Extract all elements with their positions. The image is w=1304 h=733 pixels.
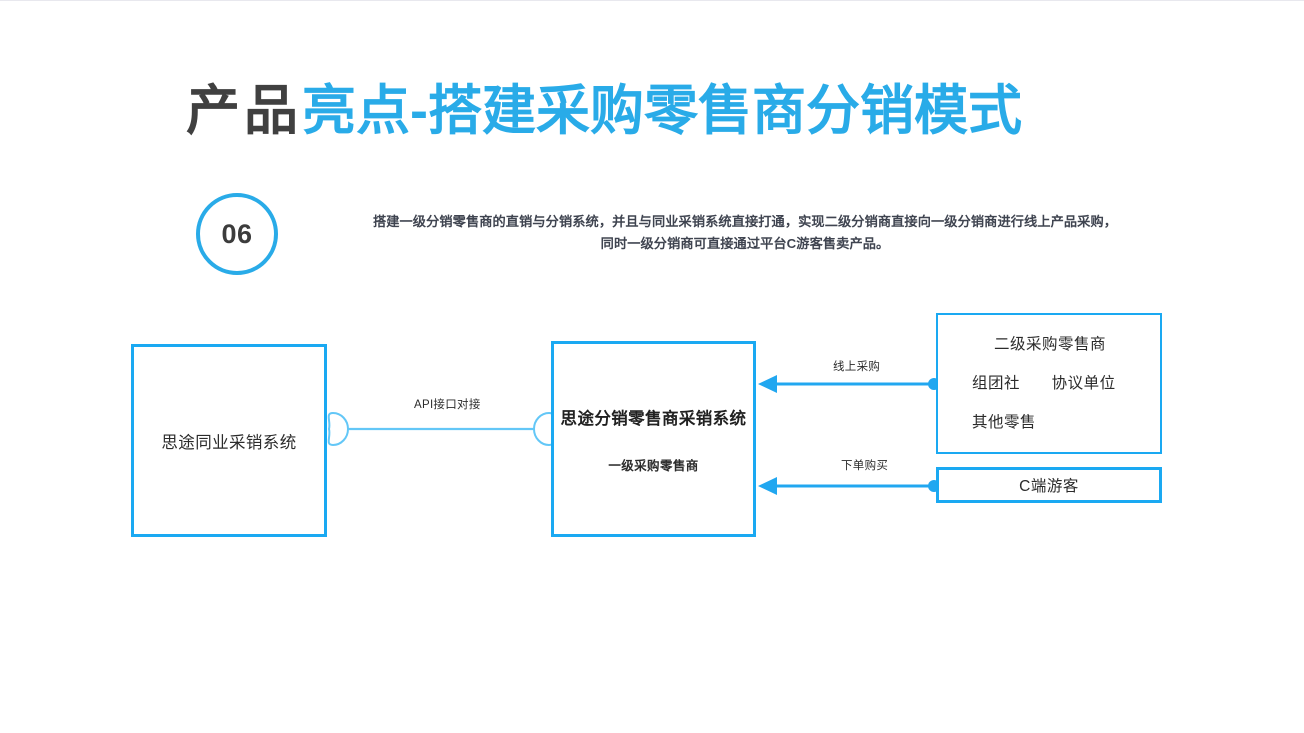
description-line-1: 搭建一级分销零售商的直销与分销系统，并且与同业采销系统直接打通，实现二级分销商直… <box>372 214 1118 229</box>
node-secondary-retailer-line2: 组团社 协议单位 <box>972 374 1142 394</box>
edge-label-api: API接口对接 <box>414 399 481 411</box>
page-title-blue: 亮点-搭建采购零售商分销模式 <box>302 81 1022 141</box>
node-procurement-system[interactable]: 思途同业采销系统 <box>131 344 327 537</box>
section-number-text: 06 <box>221 218 253 249</box>
page-title: 产品亮点-搭建采购零售商分销模式 <box>186 79 1022 143</box>
node-distribution-system-subtitle: 一级采购零售商 <box>608 458 699 473</box>
node-procurement-system-label: 思途同业采销系统 <box>161 433 297 452</box>
online-purchase-arrowhead <box>758 375 777 393</box>
page-title-dark: 产品 <box>186 81 302 141</box>
edge-label-online-purchase: 线上采购 <box>833 361 881 373</box>
node-secondary-retailer-group-tour: 组团社 <box>972 374 1021 392</box>
node-distribution-system[interactable]: 思途分销零售商采销系统 一级采购零售商 <box>551 341 756 537</box>
section-number-badge: 06 <box>196 193 278 275</box>
node-c-end-tourist[interactable]: C端游客 <box>936 467 1162 503</box>
api-connector-endpoint-left <box>327 411 350 447</box>
place-order-arrowhead <box>758 477 777 495</box>
node-c-end-tourist-label: C端游客 <box>1019 478 1079 495</box>
edge-label-place-order: 下单购买 <box>841 460 889 472</box>
node-secondary-retailer-agreement-unit: 协议单位 <box>1051 374 1116 392</box>
node-secondary-retailer-title: 二级采购零售商 <box>993 335 1106 353</box>
node-secondary-retailer[interactable]: 二级采购零售商 组团社 协议单位 其他零售 <box>936 313 1162 454</box>
section-description: 搭建一级分销零售商的直销与分销系统，并且与同业采销系统直接打通，实现二级分销商直… <box>300 211 1190 255</box>
node-secondary-retailer-other-retail: 其他零售 <box>972 413 1037 431</box>
description-line-2: 同时一级分销商可直接通过平台C游客售卖产品。 <box>600 236 890 251</box>
node-distribution-system-title: 思途分销零售商采销系统 <box>560 409 747 428</box>
